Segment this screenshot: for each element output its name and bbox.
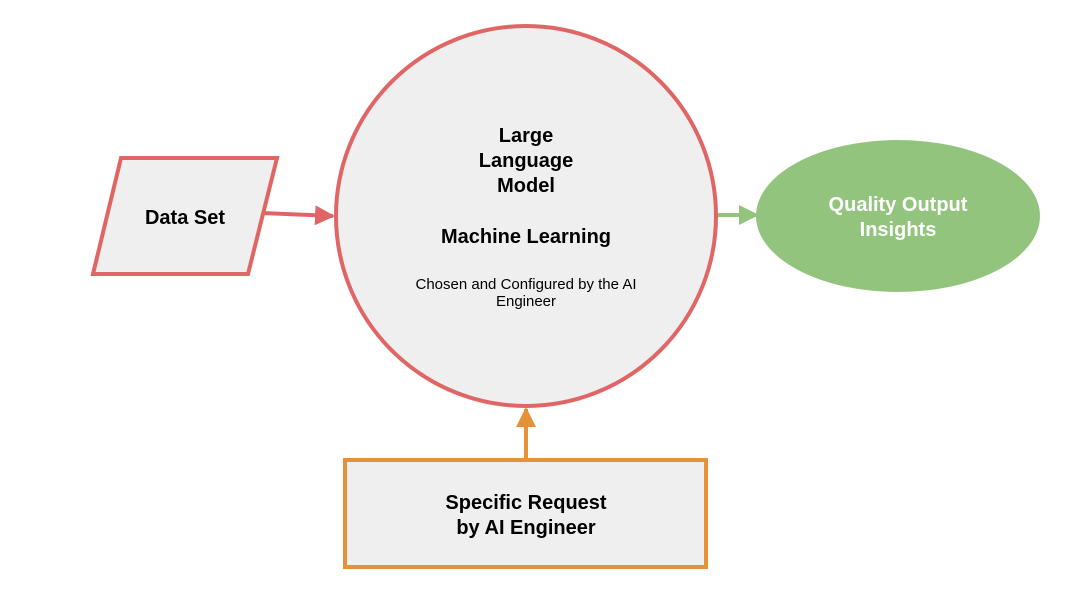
output-node[interactable]: Quality Output Insights (756, 140, 1040, 292)
request-shape (343, 458, 708, 569)
llm-subtitle: Machine Learning (441, 226, 611, 248)
llm-note-line-1: Chosen and Configured by the AI (416, 276, 637, 293)
output-label-line-2: Insights (860, 219, 937, 241)
request-node[interactable]: Specific Request by AI Engineer (343, 458, 708, 569)
llm-title-line-1: Large (499, 125, 553, 147)
request-label-line-2: by AI Engineer (456, 517, 596, 539)
llm-title-line-2: Language (479, 150, 573, 172)
data-set-shape (90, 156, 280, 276)
output-shape (756, 140, 1040, 292)
llm-note-line-2: Engineer (496, 293, 556, 310)
llm-node[interactable]: Large Language Model Machine Learning Ch… (334, 24, 718, 408)
llm-title-line-3: Model (497, 175, 555, 197)
request-label-line-1: Specific Request (445, 492, 607, 514)
edge-dataset-to-llm (261, 205, 335, 226)
output-label-line-1: Quality Output (829, 194, 968, 216)
data-set-node[interactable]: Data Set (90, 156, 280, 276)
data-set-label: Data Set (145, 207, 225, 229)
llm-shape (334, 24, 718, 408)
